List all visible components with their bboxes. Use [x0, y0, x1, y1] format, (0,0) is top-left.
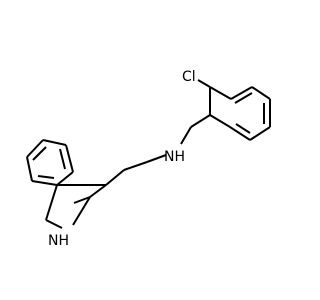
bond-indole-inner-2 [32, 146, 47, 161]
bond-ethyl-chain [123, 161, 148, 171]
bond-indole-benz-2 [65, 144, 74, 173]
bond-aryl-chlorine [197, 79, 211, 88]
bond-indole-benz-3 [42, 139, 67, 146]
bond-c1-c2 [209, 86, 232, 100]
bond-indole-double [73, 196, 91, 204]
bond-indole-n1-c7a [45, 219, 63, 229]
bond-indole-benz-5 [26, 156, 33, 182]
bond-ch2-nh [180, 126, 192, 145]
bond-indole-inner-1 [59, 148, 66, 170]
chlorine-atom-label: Cl [182, 69, 196, 85]
bond-indole-c3-c2 [89, 184, 107, 198]
bond-aromatic-inner-1 [234, 92, 253, 104]
atom-labels: Cl NH NH [48, 69, 196, 249]
bond-indole-c2-n1 [72, 196, 91, 226]
bond-aromatic-inner-3 [235, 123, 251, 134]
bond-c3-c4 [251, 86, 271, 100]
bond-indole-inner-3 [37, 175, 55, 179]
bonds [26, 79, 271, 229]
bond-indole-benz-4 [26, 139, 44, 158]
molecule-diagram: Cl NH NH [26, 69, 271, 249]
bond-indole-benz-1 [56, 171, 74, 186]
bond-indole-c7a-c3a [45, 184, 58, 221]
bond-ring-ch2 [190, 114, 211, 128]
structure-canvas: Cl NH NH [26, 69, 271, 249]
bond-c1-c2b [209, 114, 231, 128]
bond-nh-ch2 [146, 154, 167, 163]
bond-chain-indole [105, 169, 125, 186]
bond-c2-c3 [230, 86, 253, 100]
bond-c5-c6 [249, 126, 271, 141]
bond-indole-benz-6 [31, 180, 58, 186]
bond-c6-c1 [229, 126, 251, 141]
amine-nitrogen-label: NH [164, 149, 185, 165]
indole-nitrogen-label: NH [48, 233, 69, 249]
